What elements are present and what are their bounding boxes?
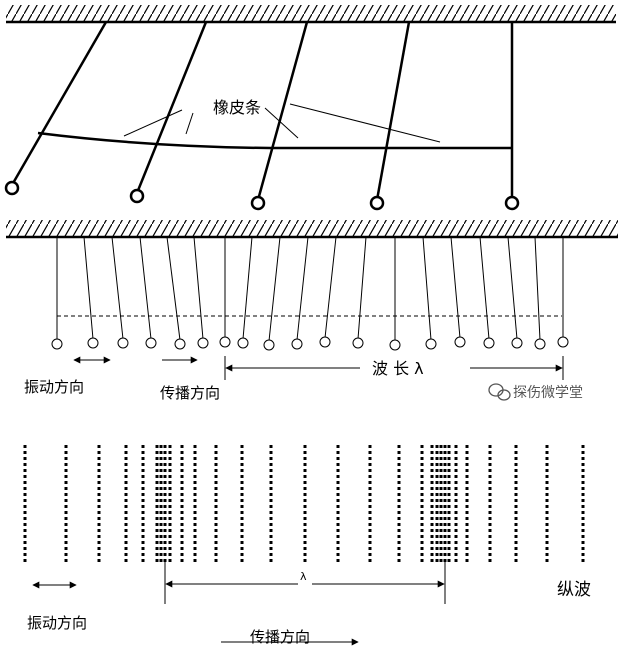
middle-pendulum-strings — [56, 236, 564, 342]
rubber-band — [37, 131, 512, 150]
wavelength-label: 波 长 λ — [372, 359, 424, 378]
rubber-band-label: 橡皮条 — [213, 98, 261, 117]
top-pendulum-bobs — [4, 180, 520, 211]
wechat-icon — [488, 383, 511, 401]
middle-pendulum-bobs — [51, 336, 569, 351]
lambda-label: λ — [300, 570, 307, 583]
wave-particle-lines — [23, 445, 585, 562]
middle-propagation-label: 传播方向 — [160, 384, 220, 402]
top-pendulum-model: 橡皮条 — [4, 5, 616, 211]
middle-pendulum-model: 振动方向 传播方向 波 长 λ 探伤微学堂 — [6, 220, 618, 402]
middle-vibration-label: 振动方向 — [24, 378, 84, 396]
watermark: 探伤微学堂 — [488, 383, 583, 401]
bottom-vibration-label: 振动方向 — [27, 614, 87, 632]
bottom-propagation-label: 传播方向 — [250, 628, 310, 646]
top-ceiling-hatch — [6, 5, 616, 22]
rubber-band-leader-lines — [123, 103, 441, 143]
watermark-text: 探伤微学堂 — [513, 385, 583, 401]
longitudinal-wave-label: 纵波 — [557, 580, 591, 600]
middle-ceiling-hatch — [6, 220, 618, 237]
longitudinal-wave-model: λ 纵波 振动方向 传播方向 — [23, 445, 591, 646]
top-pendulum-strings — [10, 21, 514, 201]
